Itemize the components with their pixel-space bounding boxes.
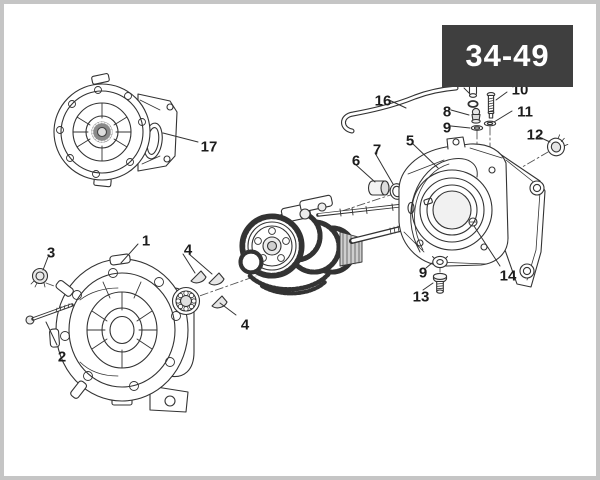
callout-13: 13 bbox=[412, 288, 430, 306]
part-2-drawing bbox=[25, 303, 74, 325]
part-8-9-10-11-drawing bbox=[463, 83, 497, 131]
callout-2: 2 bbox=[57, 348, 67, 366]
part-1-drawing bbox=[49, 253, 195, 413]
callout-7: 7 bbox=[372, 141, 382, 159]
hose-16-drawing bbox=[341, 85, 459, 134]
part-4-drawing bbox=[171, 270, 228, 316]
callout-4-lower: 4 bbox=[240, 316, 250, 334]
callout-3: 3 bbox=[46, 244, 56, 262]
part-6-drawing bbox=[367, 180, 390, 196]
callout-9-bottom: 9 bbox=[418, 264, 428, 282]
page-code: 34-49 bbox=[465, 38, 550, 73]
exploded-diagram bbox=[25, 73, 569, 413]
leader-lines bbox=[42, 91, 551, 346]
part-9b-13-drawing bbox=[432, 255, 448, 294]
callout-12: 12 bbox=[526, 126, 544, 144]
callout-14: 14 bbox=[499, 267, 517, 285]
gear-cluster-drawing bbox=[238, 194, 433, 296]
callout-6: 6 bbox=[351, 152, 361, 170]
callout-8: 8 bbox=[442, 103, 452, 121]
part-3-drawing bbox=[30, 267, 49, 288]
part-12-drawing bbox=[546, 134, 569, 157]
callout-1: 1 bbox=[141, 232, 151, 250]
callout-5: 5 bbox=[405, 132, 415, 150]
callout-9-top: 9 bbox=[442, 119, 452, 137]
callout-4-upper: 4 bbox=[183, 241, 193, 259]
part-17-drawing bbox=[53, 73, 178, 188]
callout-16: 16 bbox=[374, 92, 392, 110]
callout-17: 17 bbox=[200, 138, 218, 156]
page-code-box: 34-49 bbox=[442, 25, 573, 87]
callout-11: 11 bbox=[517, 103, 533, 121]
